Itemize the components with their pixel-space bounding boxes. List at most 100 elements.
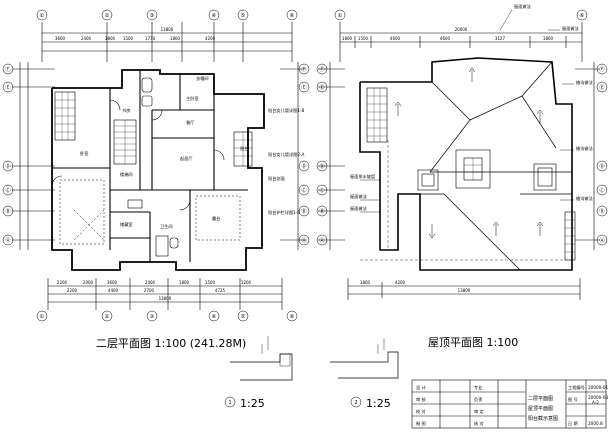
plan-note-2: 阳台剖面 xyxy=(268,175,285,182)
axis-row-right-2: Ⓔ xyxy=(319,83,324,91)
axis-row-right-4-circle xyxy=(316,184,328,196)
dim-left-bottom2-1: 4400 xyxy=(108,288,119,293)
detail-1-scale: 1:25 xyxy=(240,397,265,410)
tb-drawing-no-value: 2000X-03 xyxy=(588,395,608,400)
dim-left-bottom-total: 13800 xyxy=(159,296,172,301)
second-floor-plan-title: 二层平面图 1:100 (241.28M) xyxy=(96,337,246,350)
detail-2-mark: 2 xyxy=(354,400,357,406)
dim-right-top-3: 4600 xyxy=(440,36,451,41)
tb-code-value: 2000X-01 xyxy=(588,385,608,390)
tb-left-row-1: 审 核 xyxy=(416,396,427,403)
axis-col-left-2-circle xyxy=(101,9,113,21)
axis-row-left-right-3-circle xyxy=(298,160,310,172)
roof-note-6: 屋面做法 xyxy=(350,193,367,200)
dim-left-bottom-6: 1200 xyxy=(241,280,252,285)
axis-col-left-bottom-4-circle xyxy=(208,310,220,322)
axis-col-left-bottom-2-circle xyxy=(101,310,113,322)
dim-left-bottom2-2: 2700 xyxy=(144,288,155,293)
axis-row-right-right-2-circle xyxy=(596,81,608,93)
dim-left-bottom-1: 2000 xyxy=(83,280,94,285)
tb-mid-row-3: 核 对 xyxy=(474,420,484,427)
axis-col-left-4-circle xyxy=(208,9,220,21)
dim-left-bottom-2: 3600 xyxy=(107,280,118,285)
axis-row-left-5: Ⓑ xyxy=(5,207,10,215)
axis-col-left-4: ④ xyxy=(212,13,217,19)
tb-left-row-3: 制 图 xyxy=(416,420,426,427)
axis-col-left-3: ③ xyxy=(150,13,155,19)
dim-left-top-6: 4200 xyxy=(205,36,216,41)
roof-note-0: 屋面做法 xyxy=(514,3,531,10)
tb-date-value: 2000.8 xyxy=(588,421,603,426)
axis-row-right-right-2: Ⓔ xyxy=(599,83,604,91)
room-label-0: 卧室 xyxy=(80,150,88,157)
dim-left-top-total: 13800 xyxy=(161,27,174,32)
axis-col-right-1: ① xyxy=(338,13,343,19)
axis-row-left-3: Ⓓ xyxy=(5,162,10,170)
dim-left-bottom2-3: 4725 xyxy=(215,288,226,293)
detail-2-scale: 1:25 xyxy=(366,397,391,410)
axis-row-left-right-6: Ⓐ xyxy=(301,236,306,244)
axis-row-left-1-circle xyxy=(2,63,14,75)
dim-left-bottom-3: 2400 xyxy=(145,280,156,285)
axis-row-right-4: Ⓒ xyxy=(319,186,324,194)
axis-row-right-right-1: Ⓕ xyxy=(599,65,604,73)
axis-row-right-right-3: Ⓓ xyxy=(599,162,604,170)
roof-note-3: 檐沟做法 xyxy=(576,145,593,152)
axis-row-left-right-1-circle xyxy=(298,63,310,75)
dim-left-top-5: 1800 xyxy=(170,36,181,41)
axis-row-right-right-1-circle xyxy=(596,63,608,75)
roof-note-4: 檐沟做法 xyxy=(576,195,593,202)
plan-note-3: 阳台护栏详图1-B xyxy=(268,209,300,216)
axis-row-right-3-circle xyxy=(316,160,328,172)
axis-row-right-right-6: Ⓐ xyxy=(599,236,604,244)
dim-right-bottom-total: 13800 xyxy=(458,288,471,293)
axis-row-left-3-circle xyxy=(2,160,14,172)
axis-row-left-1: Ⓕ xyxy=(5,65,10,73)
second-floor-plan xyxy=(12,22,306,310)
dim-right-top-total: 20000 xyxy=(455,27,468,32)
room-label-2: 主卧室 xyxy=(186,95,199,102)
room-label-1: 书房 xyxy=(122,107,130,114)
roof-note-2: 檐沟做法 xyxy=(576,79,593,86)
dim-left-top-4: 1770 xyxy=(145,36,156,41)
tb-date-label: 日 期 xyxy=(568,421,578,427)
tb-mid-row-1: 负责 xyxy=(474,396,482,403)
axis-col-left-5-circle xyxy=(237,9,249,21)
room-label-8: 衣帽间 xyxy=(196,75,209,82)
axis-row-left-4: Ⓒ xyxy=(5,186,10,194)
dim-right-top-4: 3127 xyxy=(495,36,506,41)
roof-note-5: 屋面排水坡度 xyxy=(350,173,376,180)
axis-row-right-right-3-circle xyxy=(596,160,608,172)
axis-row-right-right-5: Ⓑ xyxy=(599,207,604,215)
axis-col-left-5: ⑤ xyxy=(241,13,246,19)
axis-row-left-5-circle xyxy=(2,205,14,217)
axis-col-left-1: ① xyxy=(40,13,45,19)
axis-col-left-bottom-3-circle xyxy=(146,310,158,322)
dim-right-bottom-0: 1800 xyxy=(360,280,371,285)
dim-right-top-0: 1800 xyxy=(342,36,353,41)
tb-mid-row-2: 审 定 xyxy=(474,408,484,415)
tb-drawing-no-label: 图 号 xyxy=(568,397,578,403)
detail-sections xyxy=(230,336,399,381)
axis-col-left-3-circle xyxy=(146,9,158,21)
axis-row-left-6: Ⓐ xyxy=(5,236,10,244)
axis-row-left-right-2-circle xyxy=(298,81,310,93)
axis-row-right-6-circle xyxy=(316,234,328,246)
axis-row-left-right-6-circle xyxy=(298,234,310,246)
dim-left-top-0: 3600 xyxy=(55,36,66,41)
axis-col-right-6: ⑥ xyxy=(580,13,585,19)
room-label-7: 卫生间 xyxy=(160,223,173,230)
room-label-6: 阳台 xyxy=(240,145,248,152)
roof-plan-title: 屋顶平面图 1:100 xyxy=(428,336,518,349)
axis-row-right-1-circle xyxy=(316,63,328,75)
tb-sheet-no: A-2 xyxy=(592,400,599,405)
plan-note-1: 阳台女儿墙详图2-A xyxy=(268,151,304,158)
axis-col-left-bottom-3: ③ xyxy=(150,314,155,320)
axis-row-left-6-circle xyxy=(2,234,14,246)
axis-col-left-bottom-2: ② xyxy=(105,314,110,320)
dim-left-bottom-4: 1800 xyxy=(179,280,190,285)
roof-note-1: 屋面做法 xyxy=(562,25,579,32)
axis-row-left-4-circle xyxy=(2,184,14,196)
